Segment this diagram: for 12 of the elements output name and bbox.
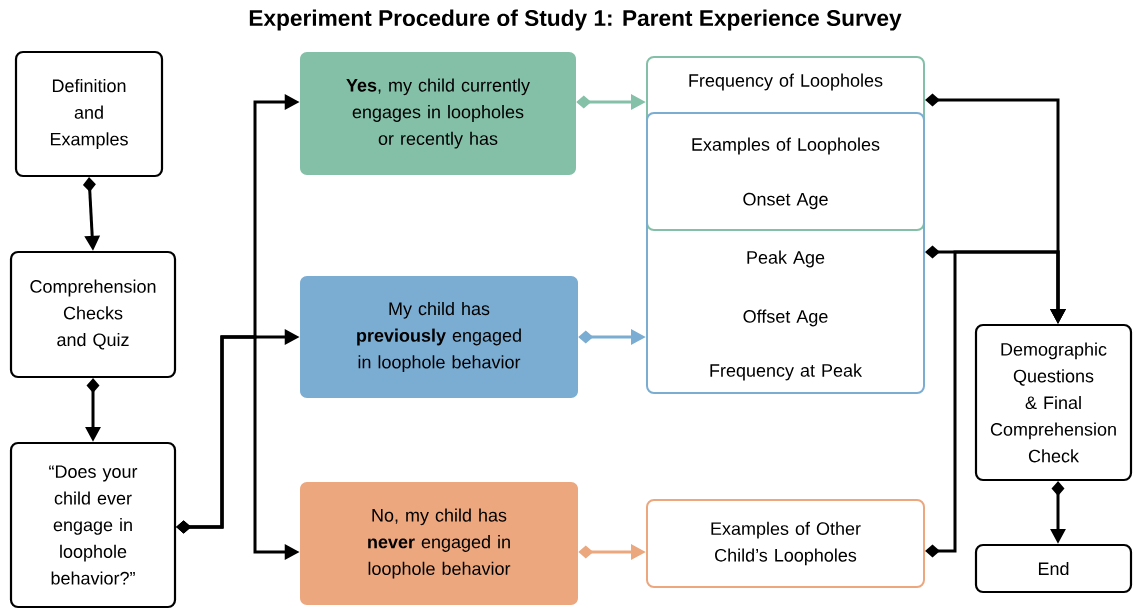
step-box: Demographic Questions & Final Comprehension Check: [974, 323, 1133, 482]
question-list-box: Frequency of Loopholes Examples of Loopholes Onset Age: [646, 56, 925, 231]
answer-box: Yes, my child currently engages in loopholes or recently has: [300, 52, 576, 175]
step-box: Definition and Examples: [14, 50, 164, 178]
step-box: Comprehension Checks and Quiz: [9, 250, 177, 379]
step-box: “Does your child ever engage in loophole behavior?”: [9, 441, 177, 609]
arrow: [925, 250, 1066, 558]
question-list-box: Examples of Other Child’s Loopholes: [646, 499, 925, 588]
step-box: End: [974, 543, 1133, 594]
title: Experiment Procedure of Study 1: Parent Experience Survey: [249, 9, 902, 31]
answer-box: No, my child has never engaged in loophole behavior: [300, 482, 578, 605]
answer-box: My child has previously engaged in loophole behavior: [300, 276, 578, 398]
